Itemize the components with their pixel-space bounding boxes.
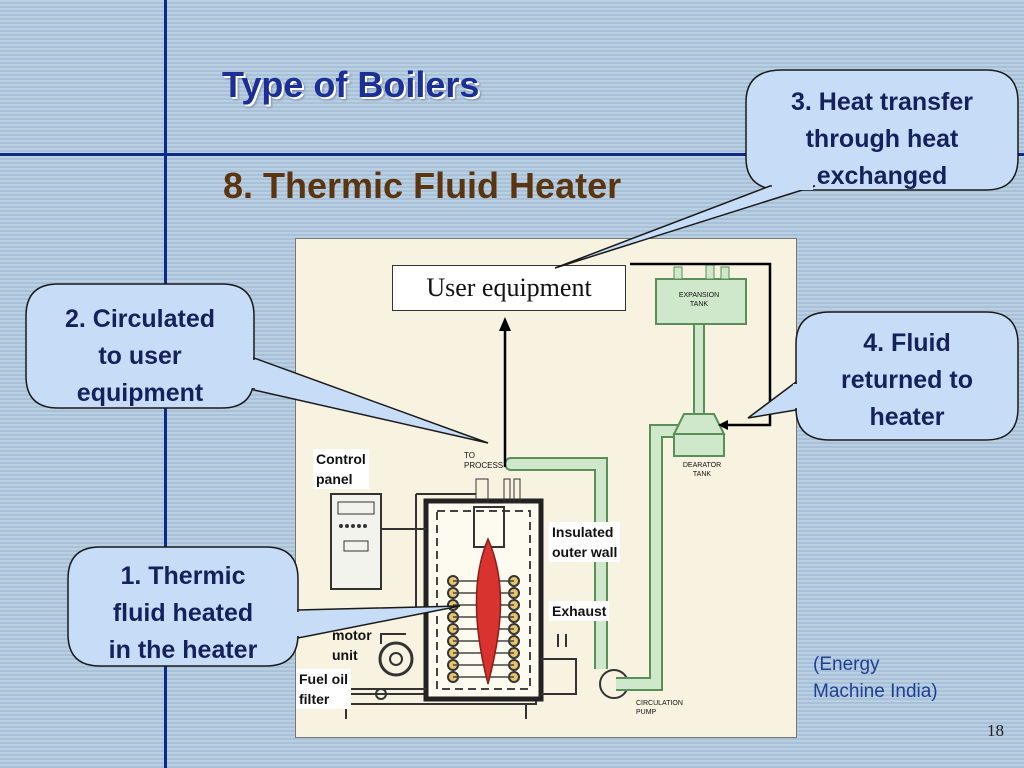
callout-1-text: 1. Thermic fluid heated in the heater — [108, 562, 258, 664]
callout-1-tail — [297, 605, 461, 639]
exhaust-label: Exhaust — [549, 601, 610, 621]
thermic-heater-diagram: User equipment Control panel Insulated o… — [295, 238, 797, 738]
circulation-pump-label: CIRCULATION PUMP — [636, 700, 683, 716]
callout-2-text: 2. Circulated to user equipment — [64, 305, 216, 407]
callout-2-bubble — [25, 283, 255, 409]
callout-3-bubble — [745, 69, 1019, 191]
control-panel-label: Control panel — [313, 449, 369, 489]
dearator-tank-label: DEARATOR TANK — [682, 462, 722, 478]
diagram-drawing — [330, 262, 772, 719]
callout-4-tail — [747, 380, 797, 419]
to-process-label: TO PROCESS — [464, 451, 504, 470]
callout-2-tail — [253, 356, 489, 444]
callout-4-text: 4. Fluid returned to heater — [841, 329, 973, 431]
slide-subtitle: 8. Thermic Fluid Heater — [223, 165, 622, 206]
callout-1-bubble — [67, 546, 299, 667]
page-number: 18 — [987, 721, 1004, 740]
slide-title: Type of Boilers — [222, 64, 480, 105]
callout-4-bubble — [795, 311, 1019, 441]
callout-3-tail — [554, 185, 816, 269]
horizontal-rule — [0, 153, 1024, 156]
expansion-tank-label: EXPANSION TANK — [678, 292, 720, 308]
fuel-filter-label: Fuel oil filter — [296, 669, 351, 709]
callout-3-text: 3. Heat transfer through heat exchanged — [790, 88, 974, 190]
insulated-wall-label: Insulated outer wall — [549, 522, 621, 562]
user-equipment-box: User equipment — [392, 265, 626, 311]
source-credit: (Energy Machine India) — [813, 654, 938, 702]
